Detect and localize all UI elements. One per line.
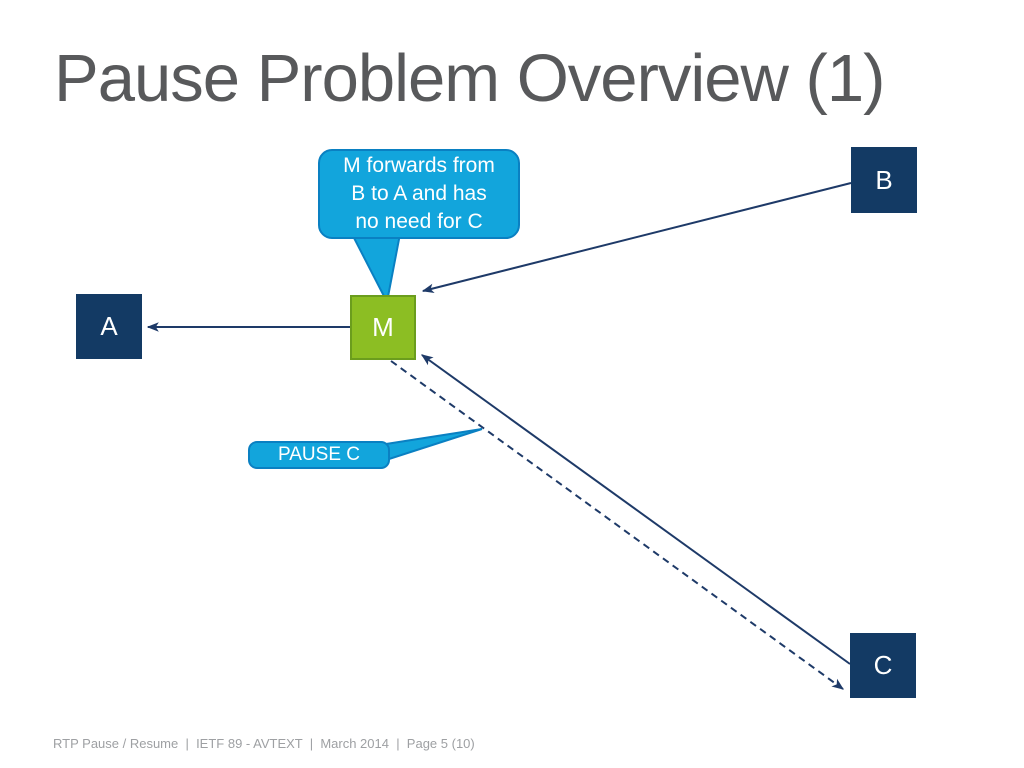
speech-bubble-line: M forwards from <box>343 154 495 177</box>
pause-callout-tail <box>385 428 483 462</box>
speech-bubble: M forwards from B to A and has no need f… <box>318 149 520 239</box>
node-b: B <box>851 147 917 213</box>
footer-text: RTP Pause / Resume | IETF 89 - AVTEXT | … <box>53 736 475 751</box>
node-m-label: M <box>372 312 394 342</box>
edge-c-to-m <box>421 354 851 665</box>
speech-bubble-line: B to A and has <box>351 182 487 205</box>
node-b-label: B <box>875 164 893 195</box>
edge-b-to-m <box>421 182 852 294</box>
bubble-tail <box>350 233 402 306</box>
node-m-mixer: M <box>350 295 416 360</box>
edge-m-to-c-paused <box>390 360 844 690</box>
page-title: Pause Problem Overview (1) <box>54 41 885 116</box>
node-a: A <box>76 294 142 359</box>
speech-bubble-line: no need for C <box>355 210 483 233</box>
node-c-label: C <box>873 650 893 680</box>
pause-c-callout: PAUSE C <box>248 441 390 469</box>
node-c: C <box>850 633 916 698</box>
node-a-label: A <box>100 311 118 341</box>
pause-c-label: PAUSE C <box>277 444 360 465</box>
